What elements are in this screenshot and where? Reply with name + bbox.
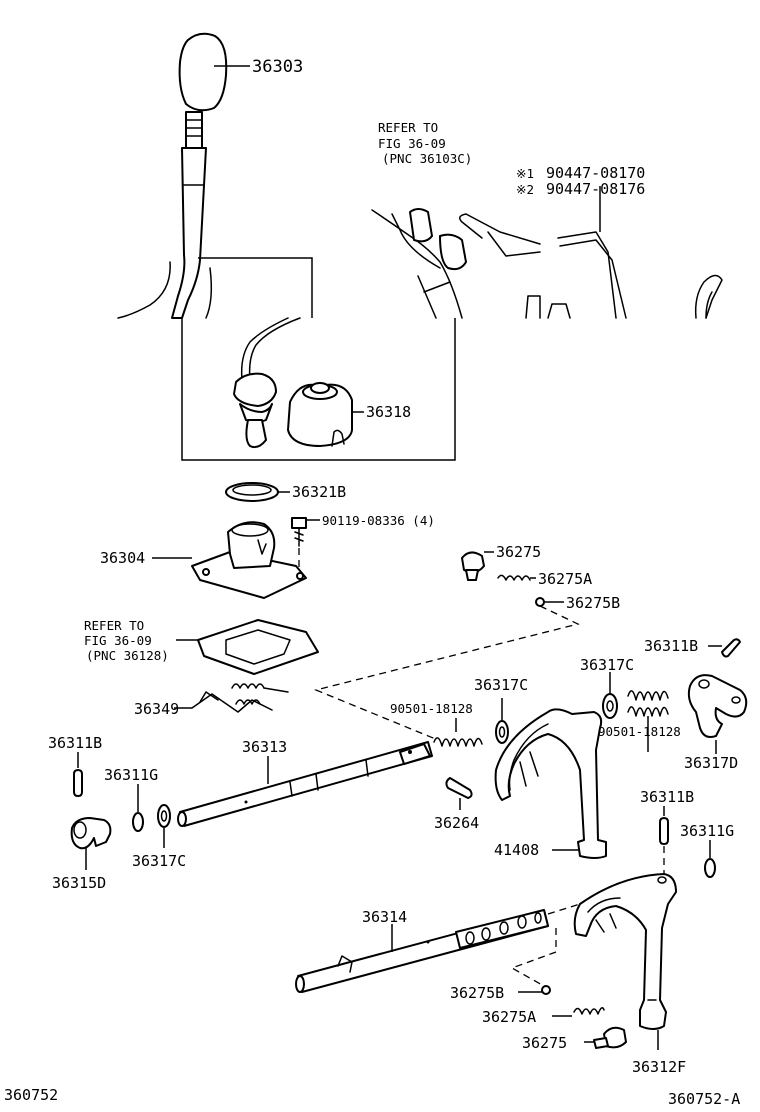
reference-lower-line1: REFER TO: [84, 618, 144, 633]
label-41408: 41408: [494, 841, 539, 859]
label-36275-bottom: 36275: [522, 1034, 567, 1052]
label-36275B-bottom: 36275B: [450, 984, 504, 1002]
label-36275B-top: 36275B: [566, 594, 620, 612]
reference-lower-line3: (PNC 36128): [86, 648, 169, 663]
shift-knob[interactable]: [178, 32, 228, 112]
label-90447-08176: 90447-08176: [546, 180, 645, 198]
washer-36317C-mid[interactable]: [495, 698, 509, 744]
label-36311B-left: 36311B: [48, 734, 102, 752]
pin-36311B-left[interactable]: [73, 752, 83, 797]
label-36317D: 36317D: [684, 754, 738, 772]
ball-36275B-bottom[interactable]: [518, 985, 551, 995]
label-36275-top: 36275: [496, 543, 541, 561]
shift-rail-36314[interactable]: [295, 909, 549, 993]
label-36317C-mid: 36317C: [474, 676, 528, 694]
transmission-housing-sketch: [371, 208, 723, 319]
spring-90501-right[interactable]: [627, 690, 669, 752]
pin-36311B-right[interactable]: [721, 638, 741, 658]
label-36264: 36264: [434, 814, 479, 832]
plug-36275-bottom[interactable]: [584, 1026, 627, 1049]
pin-36311B-lower[interactable]: [659, 806, 669, 880]
washer-36317C-left[interactable]: [157, 804, 171, 848]
lower-shift-lever[interactable]: [248, 317, 301, 381]
snap-ring-36311G-left[interactable]: [132, 784, 144, 832]
gasket[interactable]: [176, 619, 319, 675]
label-36317C-right: 36317C: [580, 656, 634, 674]
label-36314: 36314: [362, 908, 407, 926]
spring-36349[interactable]: [174, 683, 289, 713]
spring-36275A-bottom[interactable]: [552, 1007, 605, 1017]
shift-head-36315D[interactable]: [70, 817, 112, 870]
footer-code-left: 360752: [4, 1086, 58, 1104]
label-90501-right: 90501-18128: [598, 724, 681, 739]
label-36311G-right: 36311G: [680, 822, 734, 840]
label-90501-left: 90501-18128: [390, 701, 473, 716]
label-36275A-top: 36275A: [538, 570, 592, 588]
label-36303: 36303: [252, 57, 303, 77]
pin-36264[interactable]: [445, 777, 473, 810]
shift-fork-36312F[interactable]: [573, 873, 677, 1050]
label-36312F: 36312F: [632, 1058, 686, 1076]
label-36275A-bottom: 36275A: [482, 1008, 536, 1026]
shift-head-36317D[interactable]: [687, 674, 748, 754]
label-36315D: 36315D: [52, 874, 106, 892]
reference-upper-line3: (PNC 36103C): [382, 151, 472, 166]
bolt-90119[interactable]: [291, 517, 320, 570]
label-36317C-left: 36317C: [132, 852, 186, 870]
spring-36275A-top[interactable]: [497, 574, 536, 581]
snap-ring-36321B[interactable]: [225, 482, 290, 502]
shift-fork-41408[interactable]: [494, 708, 607, 859]
label-36311B-right: 36311B: [644, 637, 698, 655]
label-90447-08170: 90447-08170: [546, 164, 645, 182]
footer-code-right: 360752-A: [668, 1090, 740, 1108]
note-mark-2: ※2: [516, 182, 534, 197]
reference-upper-line1: REFER TO: [378, 120, 438, 135]
note-mark-1: ※1: [516, 166, 534, 181]
label-36311G-left: 36311G: [104, 766, 158, 784]
shift-lever-retainer-36304[interactable]: [152, 521, 307, 599]
spring-90501-left[interactable]: [433, 718, 483, 747]
shift-lever-assembly: [117, 32, 228, 319]
label-36349: 36349: [134, 700, 179, 718]
label-36321B: 36321B: [292, 483, 346, 501]
washer-36317C-right[interactable]: [602, 672, 618, 719]
lever-thread: [185, 111, 203, 149]
reference-lower-line2: FIG 36-09: [84, 633, 152, 648]
ball-36275B-top[interactable]: [535, 597, 564, 607]
shift-rail-36313[interactable]: [177, 741, 433, 827]
snap-ring-36311G-right[interactable]: [704, 840, 716, 878]
lever-ball[interactable]: [233, 372, 277, 407]
shift-lever-rod[interactable]: [171, 147, 207, 319]
label-36311B-lower: 36311B: [640, 788, 694, 806]
reference-upper-line2: FIG 36-09: [378, 136, 446, 151]
plug-36275-top[interactable]: [461, 551, 494, 581]
label-90119-08336: 90119-08336 (4): [322, 513, 435, 528]
label-36304: 36304: [100, 549, 145, 567]
lever-detail-box: [181, 257, 456, 461]
label-36313: 36313: [242, 738, 287, 756]
label-36318: 36318: [366, 403, 411, 421]
